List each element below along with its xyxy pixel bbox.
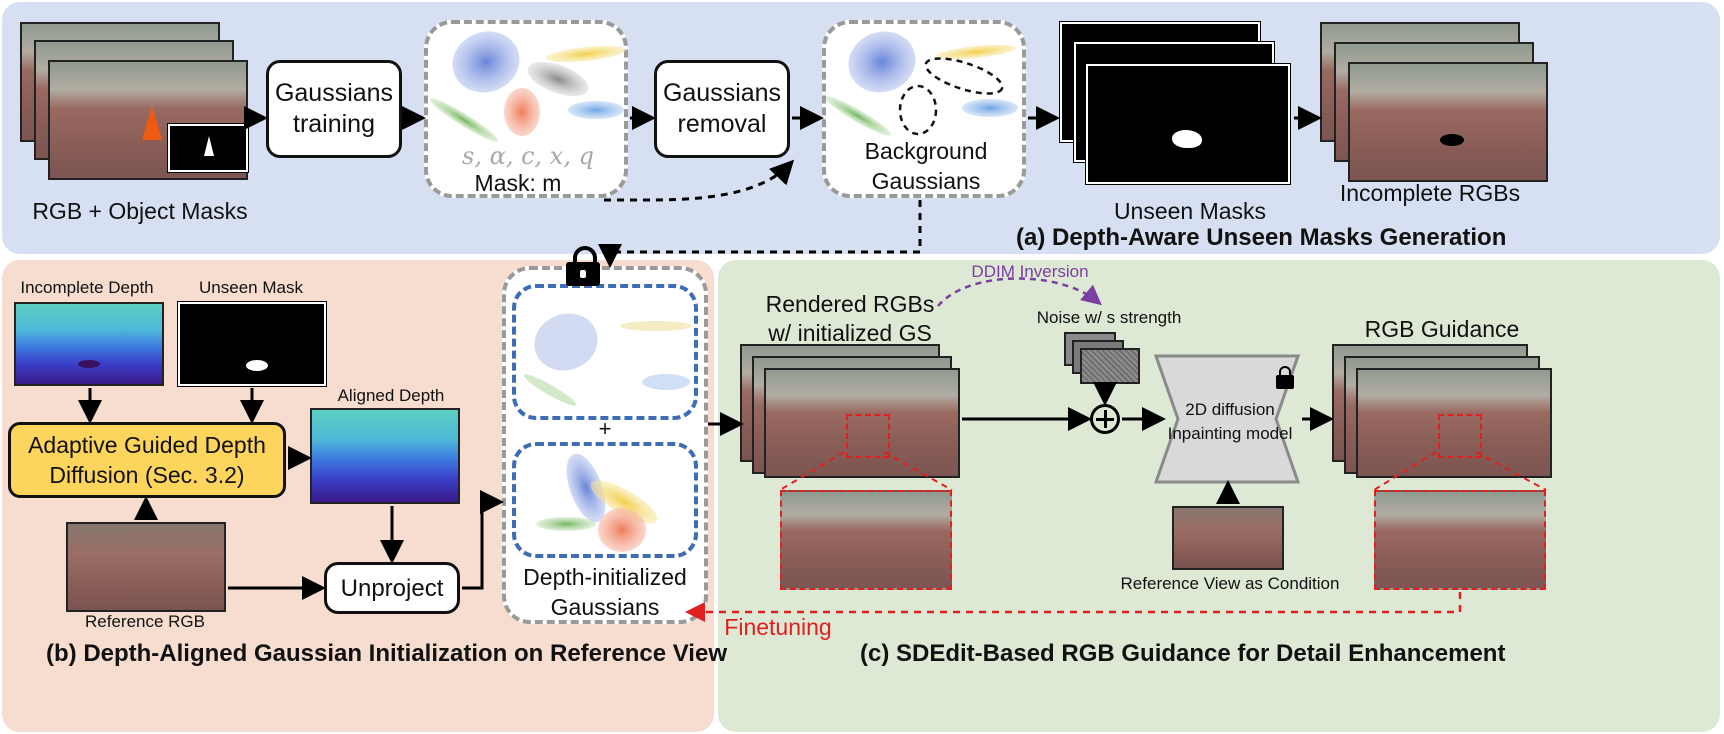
rendered-rgb-front [764,368,960,478]
incomplete-depth-label: Incomplete Depth [20,278,154,297]
panel-c-caption: (c) SDEdit-Based RGB Guidance for Detail… [860,640,1506,667]
gaussian-red [504,88,540,136]
gaussian-yellow [546,45,626,63]
lock-body [566,262,600,286]
faded-gaussian-yellow [620,321,692,331]
cone-mask-shape [204,136,214,156]
faded-gaussian-lightblue [642,374,690,390]
reference-rgb-image [66,522,226,612]
lock-icon [1276,366,1294,390]
faded-gaussian-blue [534,313,598,371]
mask-label: Mask: m [474,170,562,196]
rendered-rgbs-label: Rendered RGBs w/ initialized GS [765,291,935,346]
adaptive-depth-diffusion-box: Adaptive Guided Depth Diffusion (Sec. 3.… [8,422,286,498]
gaussian-gray [527,61,589,97]
traffic-cone-icon [142,106,162,140]
gaussian-lightblue [568,101,624,119]
noise-sample-front [1080,348,1140,384]
gaussian-blue [452,31,520,93]
gaussian-green [429,98,499,142]
plus-bar-v [1103,410,1107,428]
background-gaussians-box: Background Gaussians [822,20,1026,198]
plus-sign: + [598,416,612,441]
removed-gaussian-outline-1 [924,57,1004,95]
diffusion-model-label: 2D diffusion Inpainting model [1167,400,1293,443]
ddim-inversion-label: DDIM Inversion [971,262,1089,281]
unproject-box: Unproject [324,562,460,614]
lock-shackle [573,246,597,268]
depth-init-ellipses [536,453,658,552]
zoom-region-box [846,414,890,458]
depth-initialized-label: Depth-initialized Gaussians [523,564,687,620]
gaussian-params-label: s, α, c, x, q [462,142,594,170]
background-gaussians-label: Background Gaussians [864,138,988,194]
lock-shackle [1279,366,1291,378]
guidance-zoom-image [1374,490,1546,590]
lock-icon [566,246,600,286]
aligned-depth-label: Aligned Depth [337,386,445,405]
incomplete-rgbs-label: Incomplete RGBs [1339,180,1521,206]
gaussian-yellow [590,480,658,524]
faded-gaussian-green [523,374,577,406]
removed-gaussian-outline-2 [898,84,938,136]
plus-circle-icon [1090,404,1120,434]
incomplete-depth-image [14,302,164,386]
gaussian-blue [848,31,916,93]
gaussians-ellipses [429,31,626,142]
incomplete-rgb-front [1348,62,1548,182]
zoom-region-box [1438,414,1482,458]
depth-hole [78,360,100,368]
object-mask-thumbnail [167,123,249,173]
gaussian-green [536,517,596,531]
lock-body [1276,375,1294,389]
unseen-mask-front [1085,63,1291,185]
background-gaussians-ellipses [826,31,1018,136]
gaussian-lightblue [962,99,1018,117]
lock-keyhole [580,270,586,278]
unseen-region-blob [1172,130,1202,148]
reference-rgb-label: Reference RGB [85,612,205,631]
unseen-mask-image [177,301,327,387]
rgb-masks-label: RGB + Object Masks [32,198,248,224]
panel-b-caption: (b) Depth-Aligned Gaussian Initializatio… [46,640,727,667]
guidance-rgb-front [1356,368,1552,478]
rgb-frame-front [48,60,249,180]
finetuning-label: Finetuning [724,614,832,640]
faded-gaussians [523,313,692,406]
gaussian-green [826,96,892,136]
panel-a-caption: (a) Depth-Aware Unseen Masks Generation [1016,224,1507,251]
reference-condition-label: Reference View as Condition [1120,574,1340,593]
unseen-mask-blob [246,360,268,371]
background-gaussians-subbox [512,284,698,420]
gaussians-training-box: Gaussians training [266,60,402,158]
gaussians-ellipse-box: s, α, c, x, q Mask: m [424,20,628,198]
unseen-masks-label: Unseen Masks [1113,198,1267,224]
gaussian-red [598,508,646,552]
diffusion-model-shape [1154,354,1300,484]
rgb-guidance-label: RGB Guidance [1364,316,1520,342]
hole-region [1440,134,1464,146]
rendered-zoom-image [780,490,952,590]
new-gaussians-subbox [512,442,698,558]
noise-strength-label: Noise w/ s strength [1036,308,1182,327]
gaussian-yellow [936,44,1016,60]
unseen-mask-label: Unseen Mask [199,278,303,297]
reference-view-image [1172,506,1284,570]
aligned-depth-image [310,408,460,504]
gaussians-removal-box: Gaussians removal [654,60,790,158]
gaussian-blue [566,453,606,523]
